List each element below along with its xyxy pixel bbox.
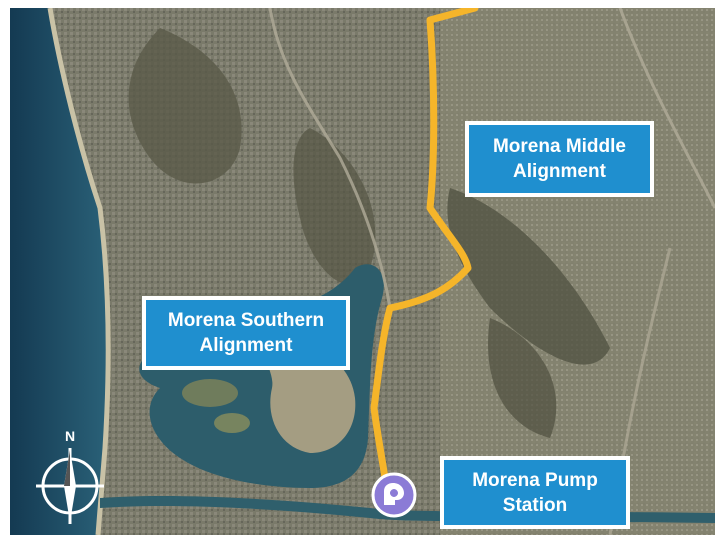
freeway [618,8,715,209]
north-label: N [64,428,76,444]
shoreline [47,8,111,535]
canyon [488,318,557,438]
pump-station-icon [370,471,418,519]
label-morena-pump-station: Morena Pump Station [440,456,630,529]
label-line: Station [502,494,568,516]
hills [293,128,376,285]
canyon [447,188,610,365]
freeway [268,8,392,309]
ocean [10,8,109,535]
satellite-map: Morena Middle Alignment Morena Southern … [10,8,715,535]
label-morena-middle-alignment: Morena Middle Alignment [465,121,654,197]
bay-island [214,413,250,433]
hills [128,28,242,184]
compass-rose-icon: N [30,428,110,528]
label-line: Alignment [199,335,293,356]
bay-island [266,345,356,453]
label-line: Morena Middle [492,136,626,157]
pipeline-route [370,8,479,482]
label-line: Morena Southern [167,310,325,331]
label-line: Alignment [513,161,606,182]
label-line: Morena Pump [472,469,598,491]
bay-island [182,379,238,407]
label-morena-southern-alignment: Morena Southern Alignment [142,296,350,370]
